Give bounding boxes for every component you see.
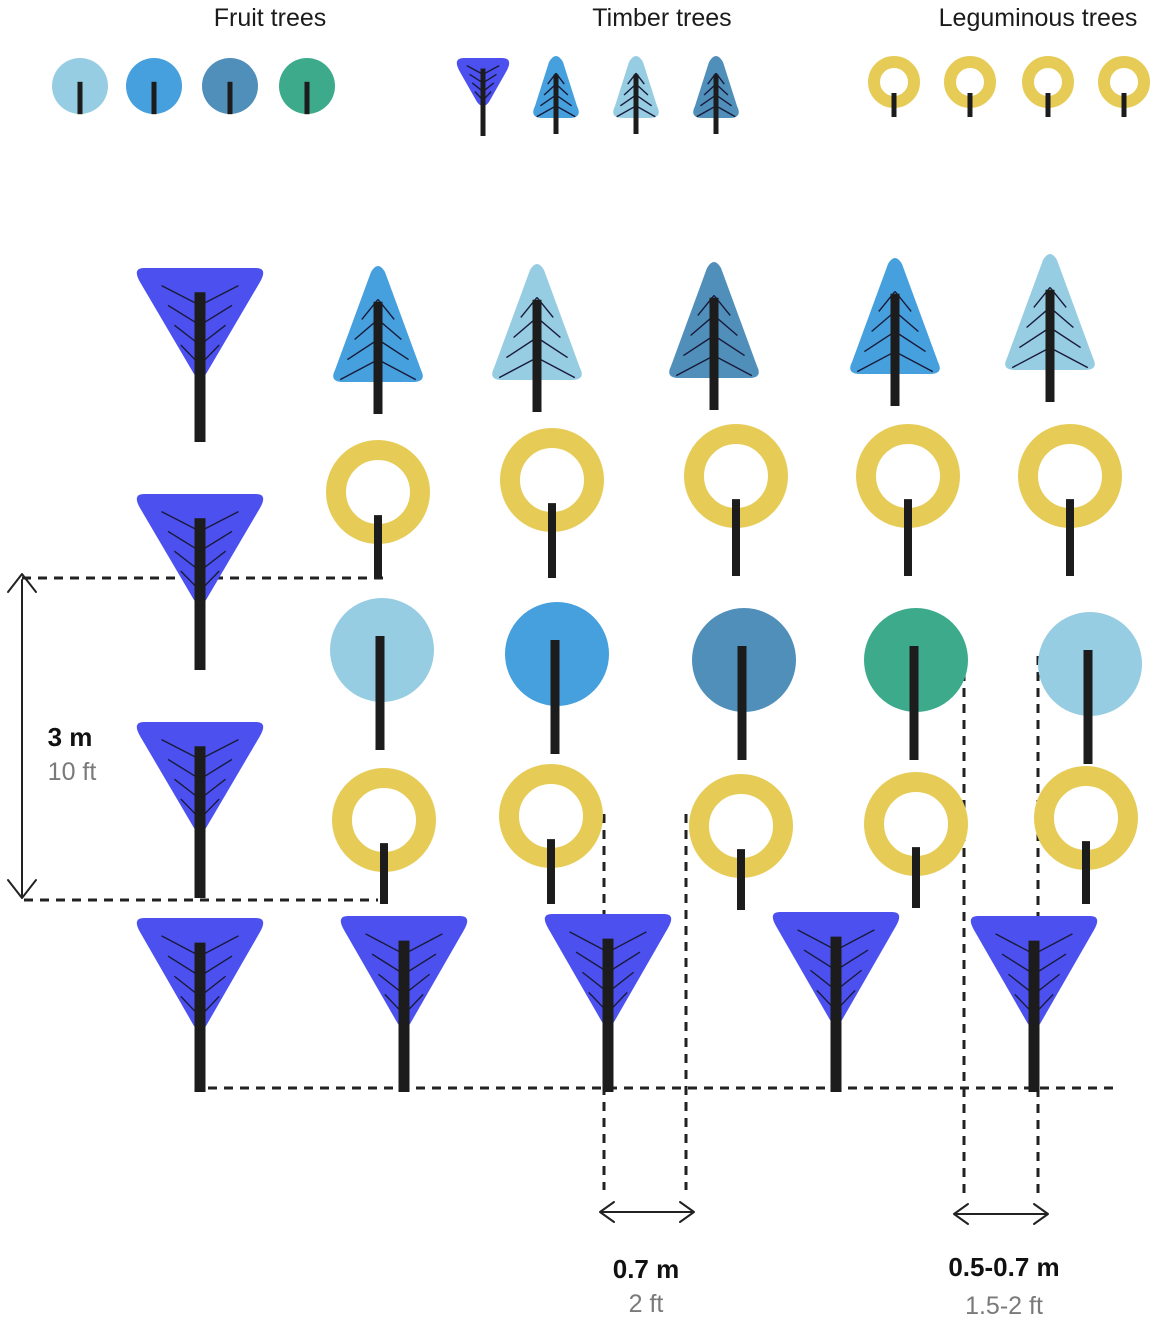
row1-timber-tree-3 <box>669 262 759 410</box>
row-spacing-arrow-head-top <box>7 573 37 593</box>
row4-leguminous-tree-5 <box>1034 766 1138 904</box>
dimension-lines <box>7 573 1120 1225</box>
tree-spacing-arrow-head-right <box>679 1201 695 1223</box>
row3-fruit-tree-2 <box>505 602 609 754</box>
row2-leguminous-tree-1 <box>326 440 430 578</box>
column-timber-tree-3 <box>136 722 264 898</box>
row5-timber-tree-2 <box>340 916 468 1092</box>
row4-leguminous-tree-3 <box>689 774 793 910</box>
legend-title-fruit: Fruit trees <box>213 4 327 32</box>
row3-fruit-tree-1 <box>330 598 434 750</box>
row4-leguminous-tree-2 <box>499 764 603 904</box>
legend-fruit-tree-1 <box>52 58 108 115</box>
row2-leguminous-tree-2 <box>500 428 604 578</box>
tree-spacing-arrow-head-left <box>599 1201 615 1223</box>
row3-fruit-tree-3 <box>692 608 796 760</box>
row5-timber-tree-5 <box>970 916 1098 1092</box>
legend-timber-tree-1 <box>456 58 510 136</box>
legend-timber-tree-2 <box>533 56 579 134</box>
row1-timber-tree-1 <box>333 266 423 414</box>
tree-spacing-alt-arrow-head-left <box>953 1203 969 1225</box>
row5-timber-tree-4 <box>772 912 900 1092</box>
legend-title-leguminous: Leguminous trees <box>938 4 1138 32</box>
row1-timber-tree-5 <box>1005 254 1095 402</box>
row1-timber-tree-4 <box>850 258 940 406</box>
row5-timber-tree-3 <box>544 914 672 1092</box>
row3-fruit-tree-5 <box>1038 612 1142 764</box>
column-timber-tree-2 <box>136 494 264 670</box>
legend-fruit-tree-3 <box>202 58 258 115</box>
tree-spacing-imperial: 2 ft <box>628 1290 664 1318</box>
row3-fruit-tree-4 <box>864 608 968 760</box>
row4-leguminous-tree-1 <box>332 768 436 904</box>
legend-title-timber: Timber trees <box>592 4 732 32</box>
legend-timber-tree-3 <box>613 56 659 134</box>
tree-spacing-alt-metric: 0.5-0.7 m <box>948 1252 1060 1282</box>
legend-leguminous-tree-4 <box>1098 56 1150 117</box>
legend-leguminous-tree-2 <box>944 56 996 117</box>
row-spacing-arrow-head-bottom <box>7 879 37 899</box>
row-spacing-imperial: 10 ft <box>47 758 97 786</box>
row4-leguminous-tree-4 <box>864 772 968 908</box>
tree-spacing-alt-arrow-head-right <box>1033 1203 1049 1225</box>
tree-spacing-alt-imperial: 1.5-2 ft <box>965 1292 1043 1320</box>
row2-leguminous-tree-4 <box>856 424 960 576</box>
legend-timber-tree-4 <box>693 56 739 134</box>
row5-timber-tree-1 <box>136 918 264 1092</box>
tree-layer <box>52 56 1150 1092</box>
row2-leguminous-tree-3 <box>684 424 788 576</box>
row1-timber-tree-2 <box>492 264 582 412</box>
row2-leguminous-tree-5 <box>1018 424 1122 576</box>
row-spacing-metric: 3 m <box>47 722 93 752</box>
tree-spacing-metric: 0.7 m <box>612 1254 680 1284</box>
column-timber-tree-1 <box>136 268 264 442</box>
legend-fruit-tree-4 <box>279 58 335 115</box>
legend-fruit-tree-2 <box>126 58 182 115</box>
legend-leguminous-tree-3 <box>1022 56 1074 117</box>
legend-leguminous-tree-1 <box>868 56 920 117</box>
